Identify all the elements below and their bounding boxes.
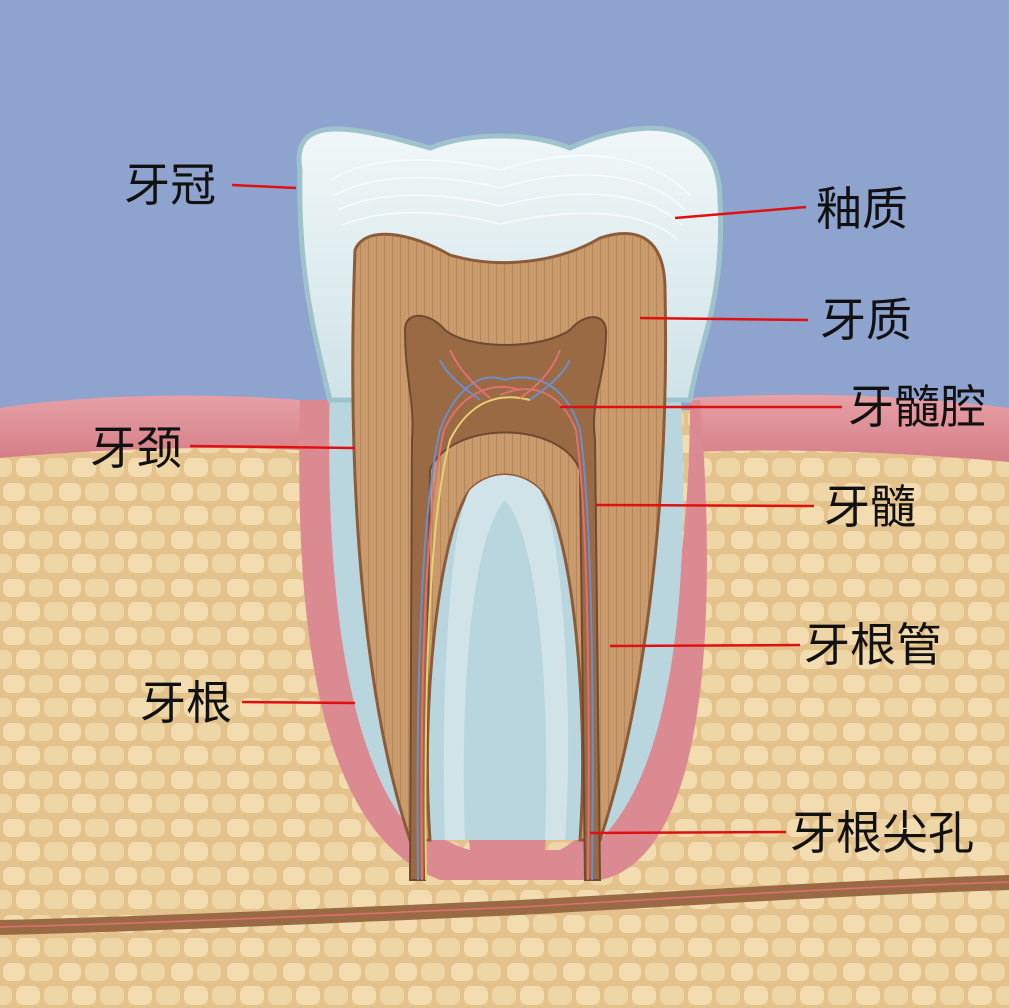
label-pulp-chamber: 牙髓腔 xyxy=(848,380,986,434)
leader-line-root-canal xyxy=(609,643,801,648)
leader-line-apical-foramen xyxy=(589,830,787,835)
label-pulp: 牙髓 xyxy=(824,480,916,534)
label-enamel: 釉质 xyxy=(816,182,908,236)
label-neck: 牙颈 xyxy=(90,421,182,475)
leader-line-root xyxy=(241,700,356,705)
label-root: 牙根 xyxy=(140,676,232,730)
leader-line-neck xyxy=(189,444,356,450)
enamel-growth-lines xyxy=(329,155,691,241)
gum-left xyxy=(0,395,300,458)
label-dentin: 牙质 xyxy=(820,293,912,347)
label-root-canal: 牙根管 xyxy=(804,618,942,672)
leader-line-pulp xyxy=(594,503,815,508)
label-crown: 牙冠 xyxy=(124,158,216,212)
nerves-vessels xyxy=(416,349,594,881)
mandibular-canal xyxy=(0,875,1009,935)
inter-root-cementum xyxy=(443,475,569,840)
leader-lines xyxy=(189,183,842,835)
leader-line-crown xyxy=(231,183,297,190)
label-apical-foramen: 牙根尖孔 xyxy=(790,806,974,860)
leader-line-dentin xyxy=(639,316,809,322)
leader-line-enamel xyxy=(674,205,807,220)
canal-artery xyxy=(0,881,1009,928)
gum-right xyxy=(690,394,1009,462)
